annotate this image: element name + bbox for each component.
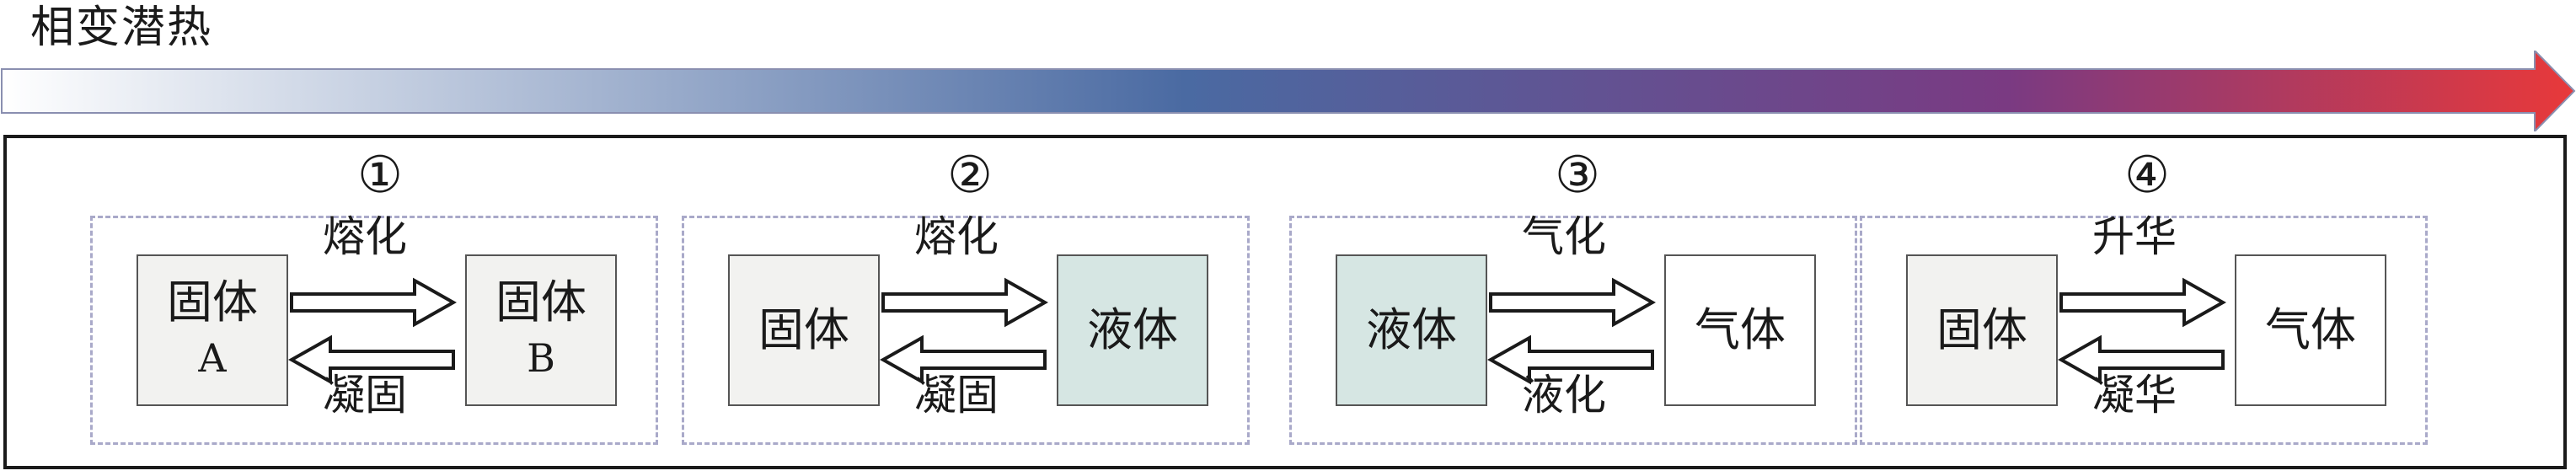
panel-2-forward-arrow [881,277,1048,328]
panel-1-reverse-arrow [288,334,455,385]
panel-1-number: ① [357,146,403,205]
panel-3-forward-label: 气化 [1522,212,1606,261]
panel-3-right-label: 气体 [1695,303,1786,356]
panel-1-reverse-label: 凝固 [323,371,407,420]
panel-1-left-sub: A [198,335,227,381]
panel-2-forward-label: 熔化 [914,212,999,261]
panel-4: 固体 升华 凝华 气体 [1860,212,2428,445]
panel-4-left-label: 固体 [1936,303,2027,356]
panel-2-left-label: 固体 [758,303,849,356]
panel-2-right-state: 液体 [1057,254,1208,406]
panel-2-reverse-label: 凝固 [914,371,999,420]
panel-4-left-state: 固体 [1906,254,2058,406]
panel-4-right-label: 气体 [2265,303,2356,356]
panel-3: 液体 气化 液化 气体 [1289,212,1857,445]
panel-1-left-label: 固体 [167,275,258,329]
panel-2-number: ② [947,146,993,205]
panel-1-right-sub: B [527,335,555,381]
panel-1-forward-label: 熔化 [323,212,407,261]
phase-change-frame: ① 固体 A 熔化 凝固 固体 B ② 固体 熔化 凝固 液 [3,135,2567,469]
latent-heat-gradient-arrow [1,51,2576,131]
panel-4-forward-arrow [2059,277,2226,328]
panel-3-reverse-label: 液化 [1522,371,1606,420]
panel-2-left-state: 固体 [728,254,880,406]
panel-1-right-state: 固体 B [465,254,617,406]
panel-4-number: ④ [2124,146,2170,205]
panel-1-left-state: 固体 A [137,254,288,406]
panel-2-right-label: 液体 [1087,303,1178,356]
panel-4-forward-label: 升华 [2092,212,2177,261]
panel-2: 固体 熔化 凝固 液体 [682,212,1250,445]
panel-3-left-state: 液体 [1336,254,1487,406]
panel-1: 固体 A 熔化 凝固 固体 B [90,212,658,445]
panel-3-number: ③ [1555,146,1600,205]
panel-1-forward-arrow [290,277,457,328]
panel-3-forward-arrow [1489,277,1656,328]
panel-4-reverse-label: 凝华 [2092,371,2177,420]
panel-3-right-state: 气体 [1664,254,1816,406]
diagram-heading: 相变潜热 [30,3,213,53]
panel-1-right-label: 固体 [495,275,586,329]
panel-4-reverse-arrow [2058,334,2225,385]
panel-4-right-state: 气体 [2235,254,2386,406]
panel-2-reverse-arrow [880,334,1047,385]
panel-3-left-label: 液体 [1366,303,1457,356]
panel-3-reverse-arrow [1487,334,1654,385]
